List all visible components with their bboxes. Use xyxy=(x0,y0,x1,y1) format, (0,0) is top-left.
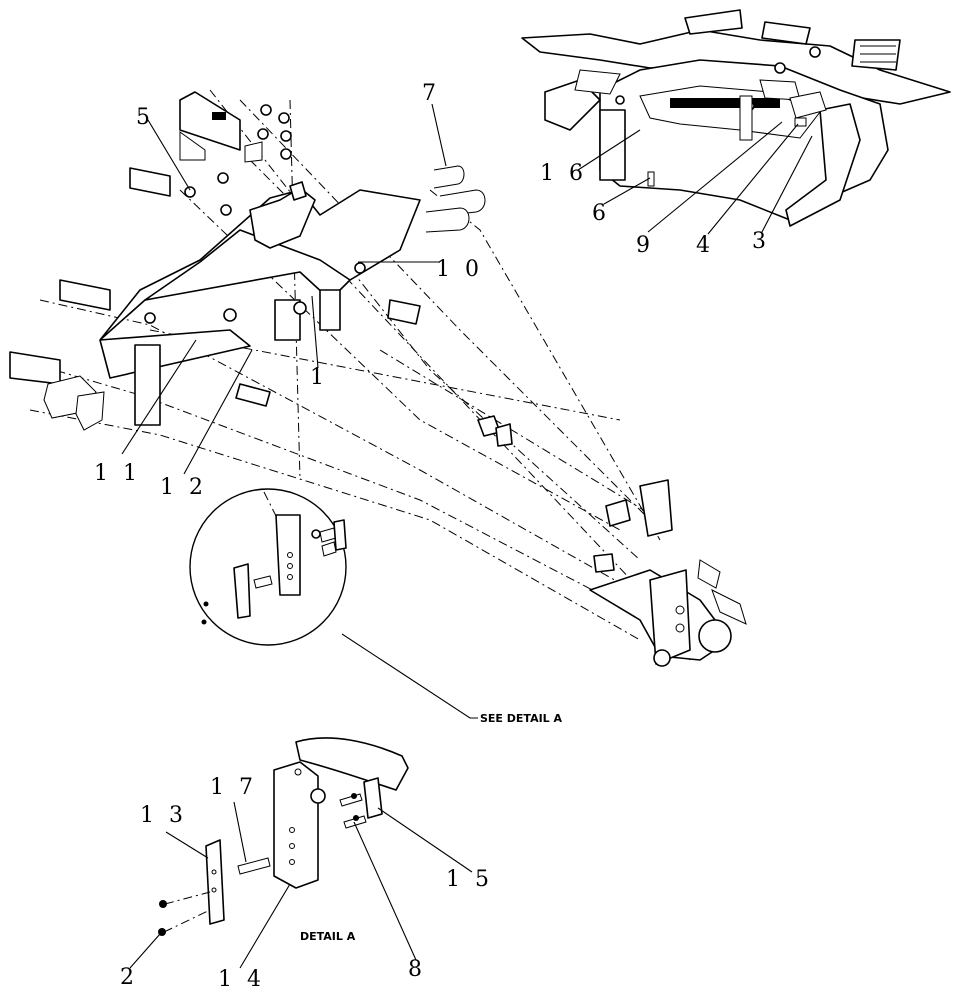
callout-17: 1 7 xyxy=(210,775,257,800)
see-detail-a-label: SEE DETAIL A xyxy=(480,712,563,725)
callout-2: 2 xyxy=(120,965,138,990)
callout-14: 1 4 xyxy=(218,967,265,992)
callout-1: 1 xyxy=(310,365,328,390)
callout-8: 8 xyxy=(408,957,426,982)
detail-a-view xyxy=(158,737,409,936)
callout-12: 1 2 xyxy=(160,475,207,500)
leader-lines xyxy=(121,103,813,969)
callout-10: 1 0 xyxy=(436,257,483,282)
callout-16: 1 6 xyxy=(540,161,587,186)
callout-4: 4 xyxy=(696,233,714,258)
assembled-view xyxy=(521,9,951,227)
exploded-view xyxy=(9,89,747,667)
callout-3: 3 xyxy=(752,229,770,254)
detail-a-label: DETAIL A xyxy=(300,930,356,943)
callout-13: 1 3 xyxy=(140,803,187,828)
detail-circle xyxy=(189,488,478,719)
callouts: 5 7 1 0 1 1 1 1 2 1 6 6 9 4 3 1 3 1 7 1 … xyxy=(94,81,770,992)
callout-6: 6 xyxy=(592,201,610,226)
callout-7: 7 xyxy=(422,81,440,106)
callout-9: 9 xyxy=(636,233,654,258)
callout-5: 5 xyxy=(136,105,154,130)
callout-11: 1 1 xyxy=(94,461,141,486)
callout-15: 1 5 xyxy=(446,867,493,892)
